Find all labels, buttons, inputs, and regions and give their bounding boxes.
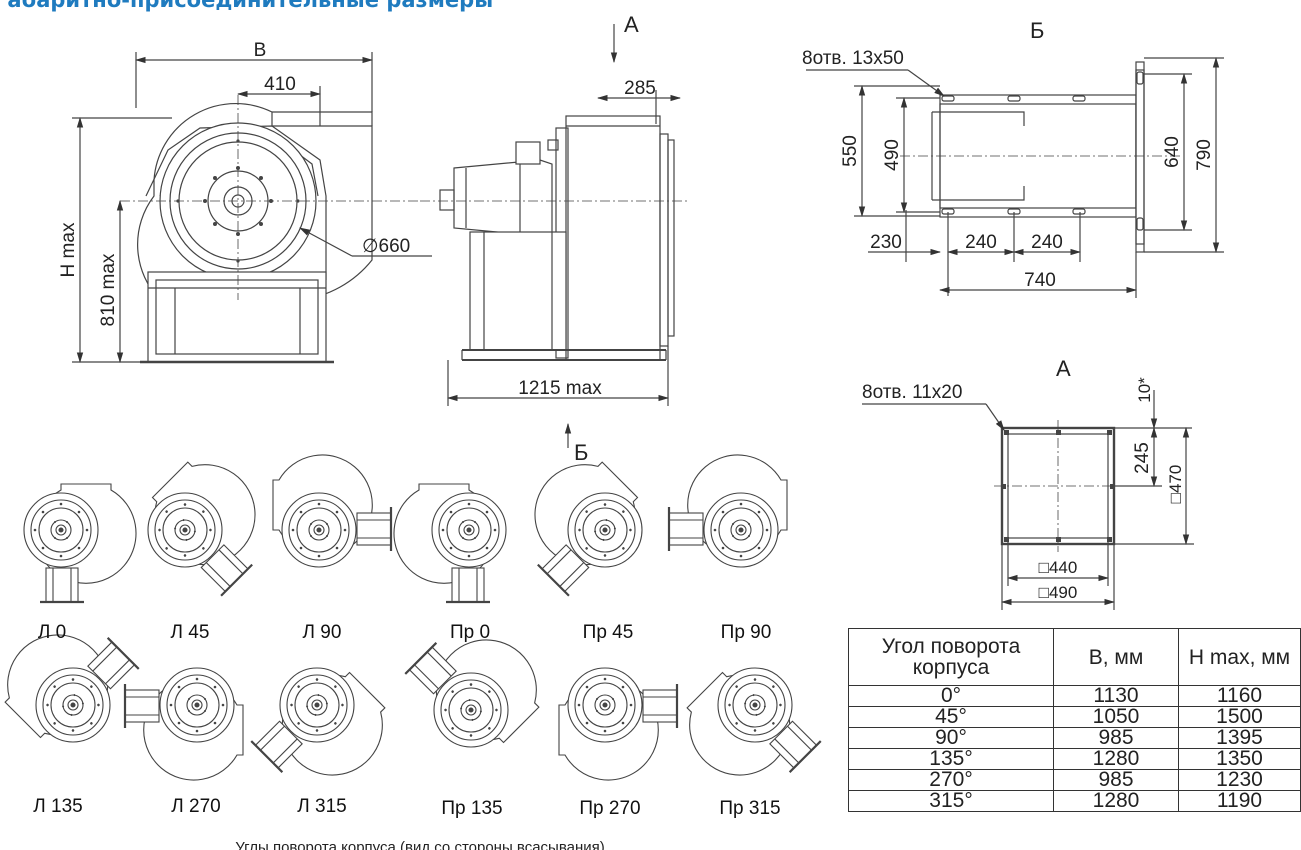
side-view: [420, 24, 690, 448]
view-a-holes: 8отв. 11х20: [862, 382, 962, 403]
orient-l135: Л 135: [33, 796, 82, 817]
orient-l90: Л 90: [303, 622, 342, 643]
col-h: H max, мм: [1178, 628, 1301, 686]
fan-pr0-icon: [392, 482, 508, 604]
fan-l135-icon: [0, 599, 152, 765]
dim-490a-label: □490: [1039, 583, 1078, 602]
orient-pr315: Пр 315: [719, 798, 780, 819]
dim-240b-label: 240: [1031, 232, 1063, 253]
orient-l270: Л 270: [171, 796, 220, 817]
orient-l0: Л 0: [38, 622, 66, 643]
dim-550-label: 550: [840, 135, 861, 167]
fan-pr90-icon: [667, 453, 789, 569]
view-a: [862, 390, 1194, 610]
dim-d660-label: ∅660: [362, 236, 410, 257]
view-b-marker: Б: [574, 440, 588, 465]
orient-pr270: Пр 270: [579, 798, 640, 819]
dim-440-label: □440: [1039, 558, 1078, 577]
col-angle: Угол поворота корпуса: [848, 628, 1054, 686]
view-b-holes: 8отв. 13х50: [802, 48, 904, 69]
dim-640-label: 640: [1162, 136, 1183, 168]
fan-pr270-icon: [557, 666, 679, 782]
dim-10-label: 10*: [1135, 377, 1154, 403]
dim-1215-label: 1215 max: [518, 378, 602, 399]
fan-l315-icon: [238, 645, 404, 811]
orient-l45: Л 45: [171, 622, 210, 643]
fan-pr45-icon: [499, 443, 665, 609]
fan-l45-icon: [125, 443, 291, 609]
dim-285-label: 285: [624, 78, 656, 99]
orient-pr90: Пр 90: [721, 622, 772, 643]
view-a-marker: А: [624, 12, 639, 37]
orient-pr45: Пр 45: [583, 622, 634, 643]
orient-pr135: Пр 135: [441, 798, 502, 819]
fan-pr315-icon: [668, 645, 834, 811]
orientation-caption: Углы поворота корпуса (вид со стороны вс…: [235, 839, 605, 850]
fan-l90-icon: [271, 453, 393, 569]
orient-pr0: Пр 0: [450, 622, 490, 643]
dim-245-label: 245: [1132, 442, 1153, 474]
col-b: В, мм: [1053, 628, 1179, 686]
fan-l0-icon: [22, 482, 138, 604]
spec-table: Угол поворота корпуса В, мм H max, мм 0°…: [848, 628, 1301, 812]
view-b-title: Б: [1030, 18, 1044, 43]
dim-b-label: B: [254, 40, 267, 61]
fan-l270-icon: [123, 666, 245, 782]
orient-l315: Л 315: [297, 796, 346, 817]
dim-240a-label: 240: [965, 232, 997, 253]
dim-410-label: 410: [264, 74, 296, 95]
front-view: [72, 52, 432, 364]
dim-740-label: 740: [1024, 270, 1056, 291]
dim-230-label: 230: [870, 232, 902, 253]
page-title: Габаритно-присоединительные размеры: [0, 0, 494, 12]
dim-790-label: 790: [1194, 139, 1215, 171]
dim-490b-label: 490: [882, 139, 903, 171]
view-a-title: А: [1056, 356, 1071, 381]
dim-810-label: 810 max: [98, 253, 119, 326]
dim-470-label: □470: [1166, 465, 1185, 504]
dim-hmax-label: H max: [58, 222, 79, 277]
view-b: [806, 56, 1224, 298]
orientation-icons: [0, 443, 834, 811]
